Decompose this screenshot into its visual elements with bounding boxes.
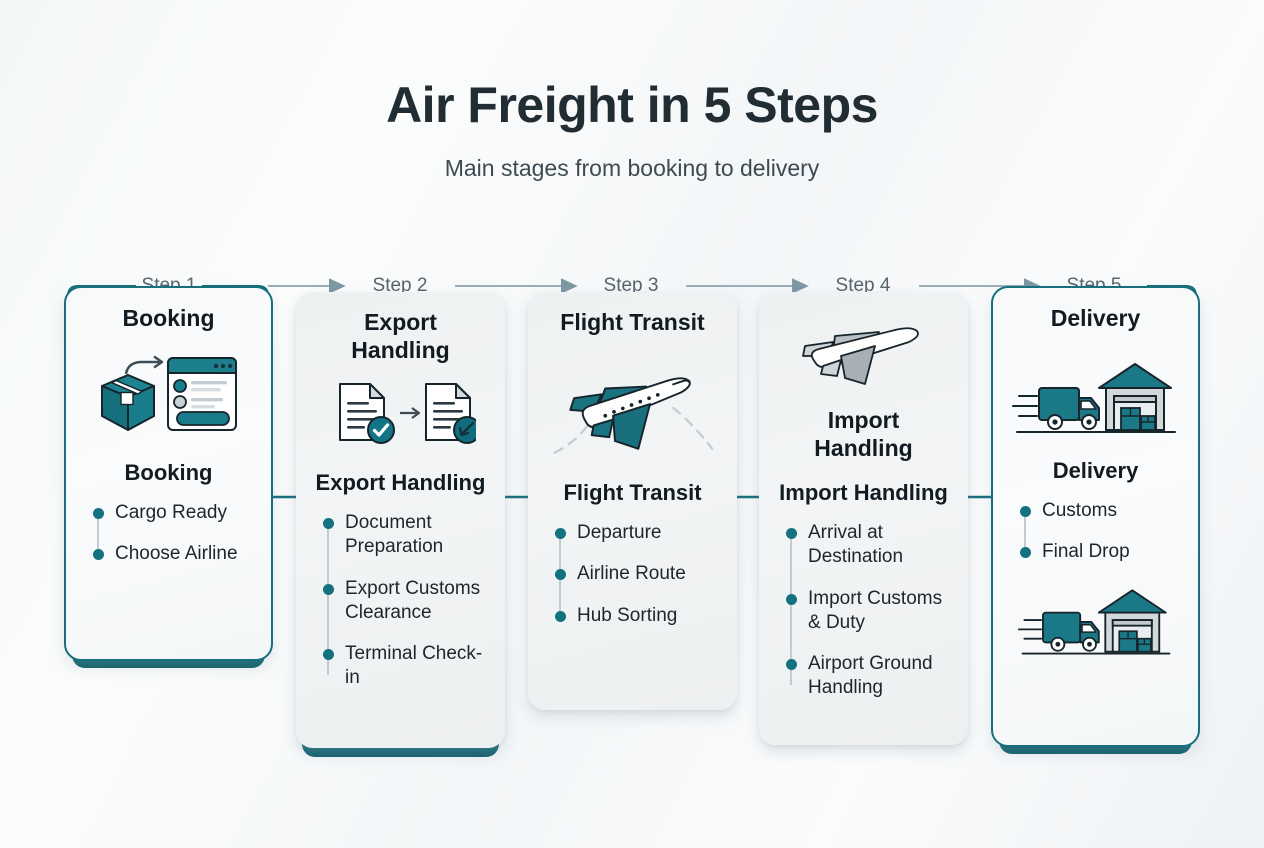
card-title-2: Export Handling bbox=[351, 309, 450, 364]
list-item[interactable]: Choose Airline bbox=[89, 542, 254, 566]
step-card-2[interactable]: Export Handling bbox=[296, 292, 505, 757]
list-item[interactable]: Arrival at Destination bbox=[782, 521, 951, 570]
bullet-dot-icon bbox=[555, 569, 566, 581]
bullet-dot-icon bbox=[323, 517, 334, 529]
bullet-dot-icon bbox=[323, 649, 334, 661]
bullet-dot-icon bbox=[93, 549, 104, 561]
list-item[interactable]: Document Preparation bbox=[319, 511, 488, 560]
page-subtitle: Main stages from booking to delivery bbox=[444, 155, 820, 181]
bullet-dot-icon bbox=[93, 507, 104, 519]
list-item[interactable]: Airport Ground Handling bbox=[782, 652, 951, 701]
bullet-list-3: Departure Airline Route Hub Sorting bbox=[545, 521, 720, 628]
list-item[interactable]: Departure bbox=[551, 521, 720, 545]
truck-warehouse-icon-repeat bbox=[1010, 581, 1181, 661]
page-title: Air Freight in 5 Steps bbox=[386, 77, 878, 133]
bullet-dot-icon bbox=[786, 593, 797, 605]
card-title-5: Delivery bbox=[1050, 305, 1141, 331]
list-item[interactable]: Import Customs & Duty bbox=[782, 587, 951, 636]
bullet-label: Import Customs & Duty bbox=[808, 587, 943, 633]
bullet-label: Airline Route bbox=[577, 563, 686, 585]
bullet-list-2: Document Preparation Export Customs Clea… bbox=[313, 511, 488, 691]
bullet-label: Export Customs Clearance bbox=[345, 577, 481, 623]
airplane-teal-icon bbox=[545, 346, 720, 466]
bullet-label: Choose Airline bbox=[115, 543, 238, 565]
bullet-dot-icon bbox=[555, 610, 566, 622]
bullet-spine bbox=[1024, 512, 1026, 549]
package-booking-icon bbox=[83, 348, 254, 438]
bullet-label: Cargo Ready bbox=[115, 501, 227, 523]
step-card-1[interactable]: Booking bbox=[64, 286, 273, 668]
bullet-dot-icon bbox=[323, 583, 334, 595]
card-subtitle-4: Import Handling bbox=[779, 480, 948, 506]
bullet-dot-icon bbox=[786, 527, 797, 539]
bullet-label: Document Preparation bbox=[345, 511, 444, 558]
list-item[interactable]: Hub Sorting bbox=[551, 604, 720, 628]
step-label-4: Step 4 bbox=[835, 275, 891, 296]
bullet-label: Airport Ground Handling bbox=[808, 653, 933, 699]
step-label-2: Step 2 bbox=[372, 275, 428, 296]
list-item[interactable]: Final Drop bbox=[1016, 540, 1181, 564]
bullet-spine bbox=[97, 514, 99, 551]
list-item[interactable]: Cargo Ready bbox=[89, 501, 254, 525]
page-header: Air Freight in 5 Steps Main stages from … bbox=[0, 0, 1264, 182]
bullet-label: Departure bbox=[577, 521, 662, 543]
bullet-dot-icon bbox=[1020, 505, 1031, 517]
documents-customs-icon bbox=[313, 378, 488, 452]
bullet-dot-icon bbox=[1020, 547, 1031, 559]
card-base-bar-2 bbox=[302, 744, 499, 757]
step-card-5[interactable]: Delivery bbox=[991, 286, 1200, 754]
step-label-3: Step 3 bbox=[603, 275, 659, 296]
bullet-label: Hub Sorting bbox=[577, 604, 678, 626]
bullet-dot-icon bbox=[555, 527, 566, 539]
bullet-list-1: Cargo Ready Choose Airline bbox=[83, 501, 254, 567]
card-base-bar-5 bbox=[999, 741, 1192, 754]
bullet-label: Arrival at Destination bbox=[808, 521, 904, 568]
list-item[interactable]: Export Customs Clearance bbox=[319, 577, 488, 626]
card-subtitle-3: Flight Transit bbox=[563, 480, 702, 506]
list-item[interactable]: Customs bbox=[1016, 499, 1181, 523]
airplane-gray-icon bbox=[776, 318, 951, 394]
bullet-spine bbox=[790, 534, 792, 685]
step-card-3[interactable]: Flight Transit bbox=[528, 292, 737, 710]
card-subtitle-2: Export Handling bbox=[315, 470, 486, 496]
bullet-label: Customs bbox=[1042, 499, 1117, 521]
card-title-1: Booking bbox=[122, 305, 215, 331]
truck-warehouse-icon bbox=[1010, 354, 1181, 440]
bullet-list-4: Arrival at Destination Import Customs & … bbox=[776, 521, 951, 701]
card-title-4: Import Handling bbox=[814, 407, 913, 462]
bullet-label: Terminal Check-in bbox=[345, 643, 483, 689]
bullet-label: Final Drop bbox=[1042, 541, 1130, 563]
card-base-bar-1 bbox=[72, 655, 265, 668]
bullet-list-5: Customs Final Drop bbox=[1010, 499, 1181, 565]
card-subtitle-5: Delivery bbox=[1052, 458, 1139, 484]
list-item[interactable]: Terminal Check-in bbox=[319, 642, 488, 691]
bullet-spine bbox=[327, 524, 329, 675]
step-card-4[interactable]: Import Handling Import Handling Arrival … bbox=[759, 292, 968, 745]
list-item[interactable]: Airline Route bbox=[551, 562, 720, 586]
bullet-dot-icon bbox=[786, 659, 797, 671]
card-title-3: Flight Transit bbox=[560, 309, 705, 335]
card-subtitle-1: Booking bbox=[124, 460, 213, 486]
